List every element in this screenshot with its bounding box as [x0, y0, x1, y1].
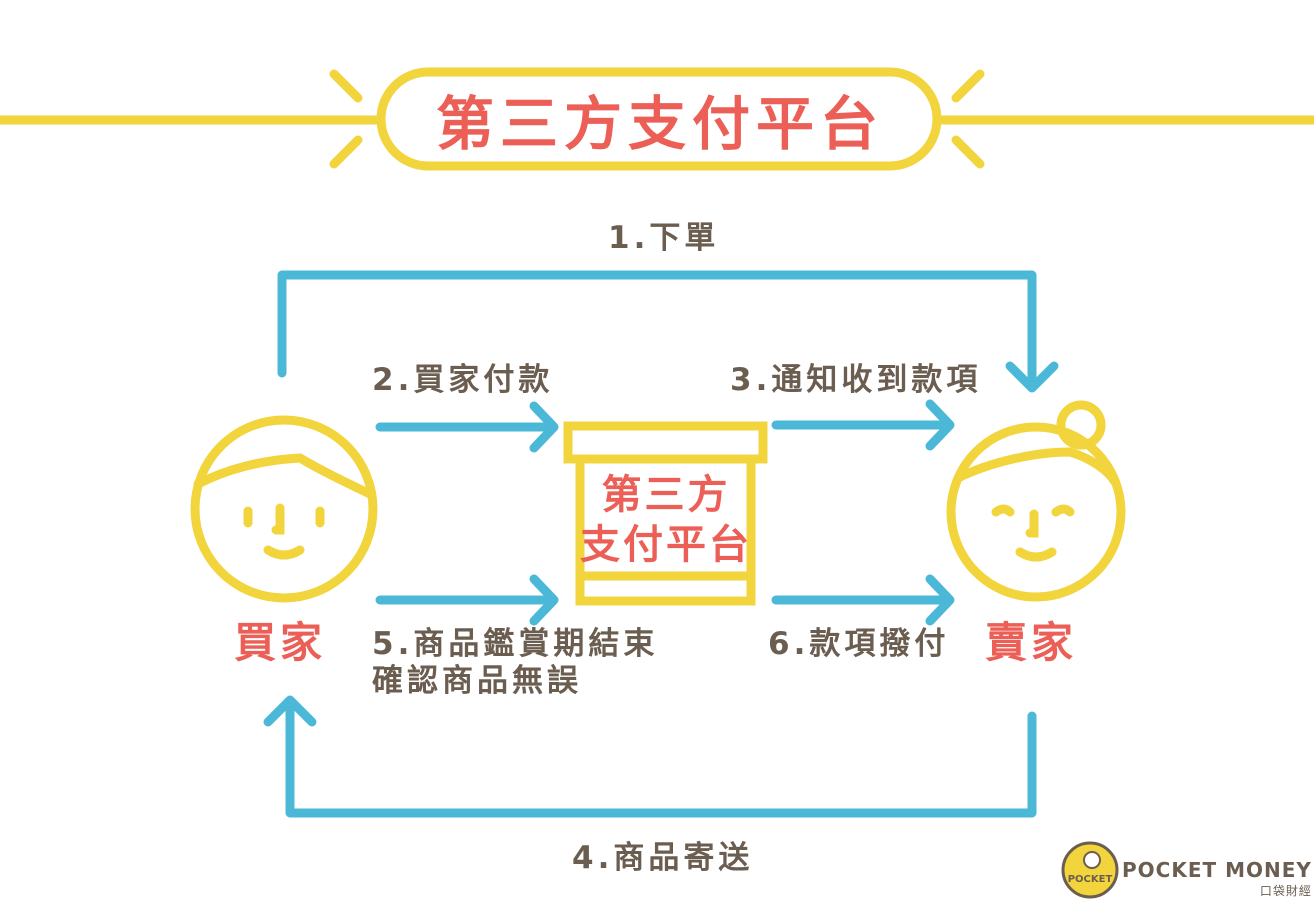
platform-box-icon	[563, 421, 768, 606]
step-6-label: 6.款項撥付	[768, 626, 950, 662]
step-4-label: 4.商品寄送	[572, 840, 754, 876]
arrow-1-order	[277, 270, 1059, 393]
step-1-label: 1.下單	[608, 220, 720, 256]
ray-br	[951, 135, 985, 169]
arrow-4-shipping	[263, 695, 1037, 818]
arrow-3-notify	[771, 399, 955, 451]
title-banner	[0, 67, 1314, 171]
logo: POCKET MONEY 口袋財經	[1122, 858, 1312, 899]
platform-box-label: 第三方 支付平台	[566, 470, 766, 570]
platform-box-line2: 支付平台	[580, 522, 752, 568]
seller-label: 賣家	[985, 618, 1078, 667]
arrow-5-confirm	[375, 574, 559, 626]
step-2-label: 2.買家付款	[372, 362, 554, 398]
step-5-line2: 確認商品無誤	[372, 663, 582, 700]
ray-tl	[329, 69, 363, 103]
buyer-label: 買家	[234, 618, 327, 667]
step-3-label: 3.通知收到款項	[730, 362, 982, 398]
page-title: 第三方支付平台	[435, 90, 884, 158]
title-pill	[376, 67, 942, 171]
ray-bl	[329, 135, 363, 169]
buyer-face-icon	[190, 415, 378, 603]
seller-face-icon	[946, 400, 1126, 602]
step-5-label: 5.商品鑑賞期結束 確認商品無誤	[372, 626, 658, 700]
step-5-line1: 5.商品鑑賞期結束	[372, 626, 659, 662]
logo-badge-text: POCKET	[1068, 874, 1113, 885]
logo-name: POCKET MONEY	[1122, 858, 1312, 882]
pocket-money-logo-icon: POCKET	[1061, 841, 1119, 899]
arrow-2-payment	[375, 401, 559, 453]
logo-subtitle: 口袋財經	[1259, 884, 1312, 898]
arrow-6-release	[771, 574, 955, 626]
platform-box-line1: 第三方	[601, 472, 731, 518]
ray-tr	[951, 69, 985, 103]
